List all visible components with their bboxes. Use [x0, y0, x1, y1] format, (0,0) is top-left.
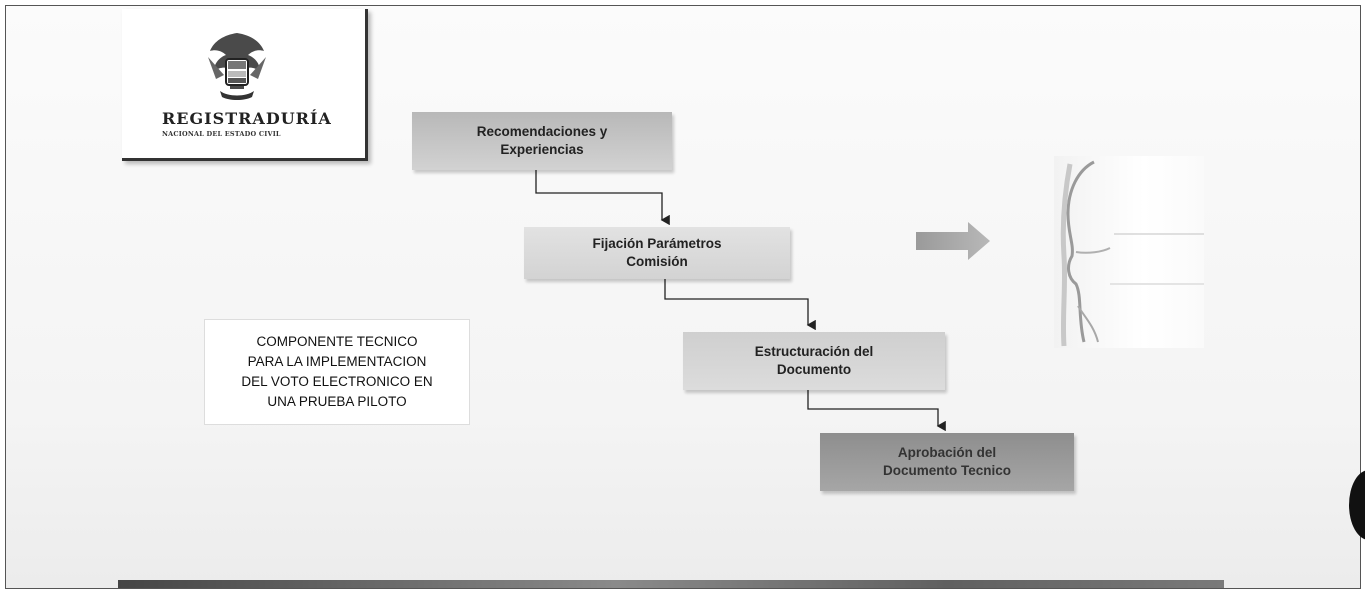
slide: REGISTRADURÍA NACIONAL DEL ESTADO CIVIL … — [5, 5, 1361, 589]
footer-bar — [118, 580, 1224, 588]
connector-3 — [807, 385, 946, 432]
page-marker — [1349, 470, 1365, 540]
flow-step-aprobacion: Aprobación del Documento Tecnico — [820, 433, 1074, 491]
flow-step-recomendaciones: Recomendaciones y Experiencias — [412, 112, 672, 170]
flow-connectors — [535, 165, 946, 432]
logo-title: REGISTRADURÍA — [162, 109, 332, 128]
flow-step-label: Fijación Parámetros Comisión — [592, 236, 722, 269]
logo-box: REGISTRADURÍA NACIONAL DEL ESTADO CIVIL — [122, 9, 368, 161]
flow-step-label: Aprobación del Documento Tecnico — [882, 445, 1011, 478]
flow-step-label: Recomendaciones y Experiencias — [476, 124, 608, 157]
coat-of-arms-icon — [208, 33, 266, 100]
flow-step-fijacion: Fijación Parámetros Comisión — [524, 227, 790, 279]
head-profile-icon — [1054, 156, 1204, 348]
component-text: COMPONENTE TECNICO PARA LA IMPLEMENTACIO… — [241, 334, 433, 409]
connector-1 — [535, 165, 670, 226]
flow-step-estructuracion: Estructuración del Documento — [683, 332, 945, 390]
logo-subtitle: NACIONAL DEL ESTADO CIVIL — [162, 130, 281, 138]
component-box: COMPONENTE TECNICO PARA LA IMPLEMENTACIO… — [204, 319, 470, 425]
right-arrow-icon — [916, 222, 990, 260]
connector-2 — [664, 274, 816, 331]
flow-step-label: Estructuración del Documento — [754, 344, 874, 377]
